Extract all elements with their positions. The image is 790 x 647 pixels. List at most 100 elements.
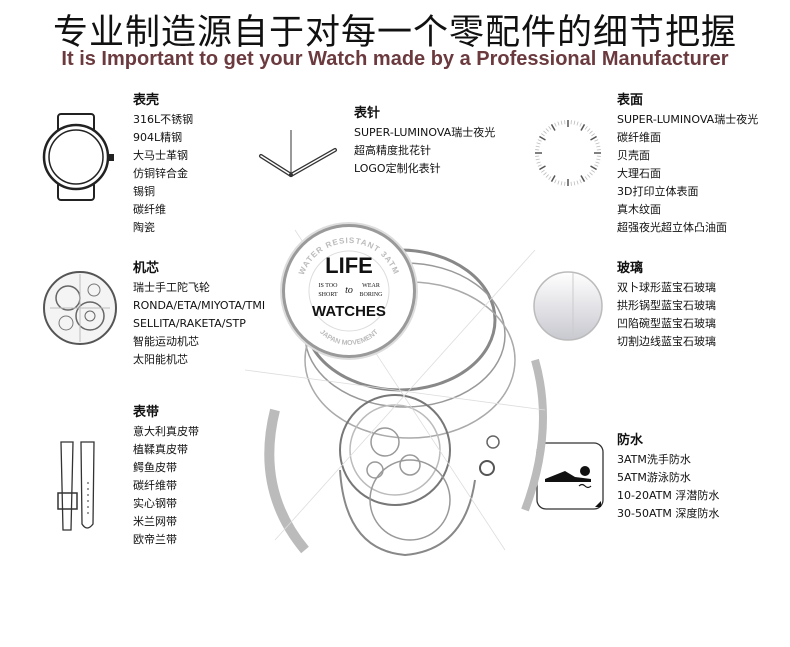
dial-tick (560, 120, 563, 125)
dial-tick (545, 128, 549, 132)
list-item: 5ATM游泳防水 (617, 471, 691, 484)
dial-tick (543, 172, 547, 176)
crystal-glass-icon (533, 271, 603, 341)
section-hands: 表针 SUPER-LUMINOVA瑞士夜光 超高精度批花针 LOGO定制化表针 (354, 105, 495, 178)
dial-tick (594, 139, 599, 142)
watch-case-icon (42, 113, 114, 201)
dial-tick (596, 158, 601, 161)
dial-tick (591, 169, 595, 173)
list-item: RONDA/ETA/MIYOTA/TMI (133, 299, 266, 312)
dial-tick (589, 172, 593, 176)
page-title: 专业制造源自于对每一个零配件的细节把握 (52, 13, 737, 53)
list-item: 欧帝兰带 (133, 533, 177, 546)
list-item: 切割边线蓝宝石玻璃 (617, 335, 716, 348)
dial-tick (537, 139, 542, 142)
dial-tick (550, 124, 556, 131)
section-dial: 表面 SUPER-LUMINOVA瑞士夜光 碳纤维面 贝壳面 大理石面 3D打印… (617, 92, 758, 237)
badge-mid: to (345, 285, 353, 296)
dial-tick (560, 181, 563, 186)
dial-tick (590, 135, 597, 141)
dial-tick (548, 126, 552, 130)
list-item: 双卜球形蓝宝石玻璃 (617, 281, 716, 294)
dial-tick (557, 121, 560, 126)
badge-watches: WATCHES (312, 303, 386, 320)
dial-tick (550, 175, 556, 182)
list-item: 植鞣真皮带 (133, 443, 188, 456)
list-item: 超强夜光超立体凸油面 (617, 221, 727, 234)
dial-tick (595, 142, 600, 145)
dial-tick (536, 142, 541, 145)
dial-tick (536, 161, 541, 164)
page-subtitle: It is Important to get your Watch made b… (61, 48, 729, 70)
dial-tick (590, 165, 597, 171)
list-item: 凹陷碗型蓝宝石玻璃 (617, 317, 716, 330)
badge-life: LIFE (325, 253, 373, 278)
badge-left2: SHORT (318, 292, 338, 298)
dial-tick (545, 174, 549, 178)
dial-tick (557, 180, 560, 185)
dial-tick (595, 161, 600, 164)
list-item: 真木纹面 (617, 203, 661, 216)
list-item: 904L精钢 (133, 131, 183, 144)
list-item: 米兰网带 (133, 515, 177, 528)
list-item: SUPER-LUMINOVA瑞士夜光 (354, 126, 496, 139)
list-item: 3D打印立体表面 (617, 185, 699, 198)
dial-tick (589, 130, 593, 134)
watch-strap-icon (57, 441, 95, 531)
dial-tick (554, 179, 557, 184)
list-item: LOGO定制化表针 (354, 162, 441, 175)
badge-right1: WEAR (362, 283, 380, 289)
list-item: 瑞士手工陀飞轮 (133, 281, 210, 294)
dial-tick (541, 133, 545, 137)
dial-tick (587, 174, 591, 178)
life-badge: WATER RESISTANT 3ATM JAPAN MOVEMENT LIFE… (282, 224, 416, 358)
watch-hands-icon (259, 130, 337, 177)
list-item: 实心钢带 (133, 497, 177, 510)
list-item: SELLITA/RAKETA/STP (133, 317, 246, 330)
section-strap: 表带 意大利真皮带 植鞣真皮带 鳄鱼皮带 碳纤维带 实心钢带 米兰网带 欧帝兰带 (133, 404, 199, 549)
section-title: 表面 (617, 93, 644, 108)
list-item: 大马士革钢 (133, 149, 188, 162)
dial-tick (584, 126, 588, 130)
watch-dial-icon (535, 120, 601, 186)
dial-tick (596, 145, 601, 148)
list-item: 30-50ATM 深度防水 (617, 507, 720, 520)
dial-tick (594, 164, 599, 167)
section-title: 玻璃 (617, 261, 644, 276)
list-item: 超高精度批花针 (354, 144, 431, 157)
list-item: 鳄鱼皮带 (133, 461, 177, 474)
badge-left1: IS TOO (319, 283, 339, 289)
badge-right2: BORING (359, 292, 383, 298)
list-item: 碳纤维带 (133, 479, 177, 492)
section-title: 机芯 (133, 261, 160, 276)
dial-tick (573, 181, 576, 186)
section-movement: 机芯 瑞士手工陀飞轮 RONDA/ETA/MIYOTA/TMI SELLITA/… (133, 260, 265, 369)
section-case: 表壳 316L不锈钢 904L精钢 大马士革钢 仿铜锌合金 锡铜 碳纤维 陶瓷 (133, 92, 193, 237)
dial-tick (541, 169, 545, 173)
dial-tick (576, 180, 579, 185)
dial-tick (576, 121, 579, 126)
section-title: 表壳 (133, 93, 160, 108)
dial-tick (580, 175, 586, 182)
watch-movement-icon (43, 271, 117, 345)
list-item: 10-20ATM 浮潜防水 (617, 489, 720, 502)
dial-tick (543, 130, 547, 134)
dial-tick (591, 133, 595, 137)
dial-tick (535, 158, 540, 161)
list-item: 碳纤维 (133, 203, 166, 216)
section-title: 表带 (133, 405, 160, 420)
dial-tick (537, 164, 542, 167)
list-item: 陶瓷 (133, 221, 155, 234)
dial-tick (539, 165, 546, 171)
list-item: 碳纤维面 (617, 131, 661, 144)
dial-tick (579, 122, 582, 127)
list-item: 大理石面 (617, 167, 661, 180)
section-title: 表针 (354, 106, 381, 121)
dial-tick (548, 176, 552, 180)
list-item: 意大利真皮带 (133, 425, 199, 438)
dial-tick (539, 135, 546, 141)
list-item: 316L不锈钢 (133, 113, 194, 126)
list-item: 拱形锅型蓝宝石玻璃 (617, 299, 716, 312)
dial-tick (587, 128, 591, 132)
